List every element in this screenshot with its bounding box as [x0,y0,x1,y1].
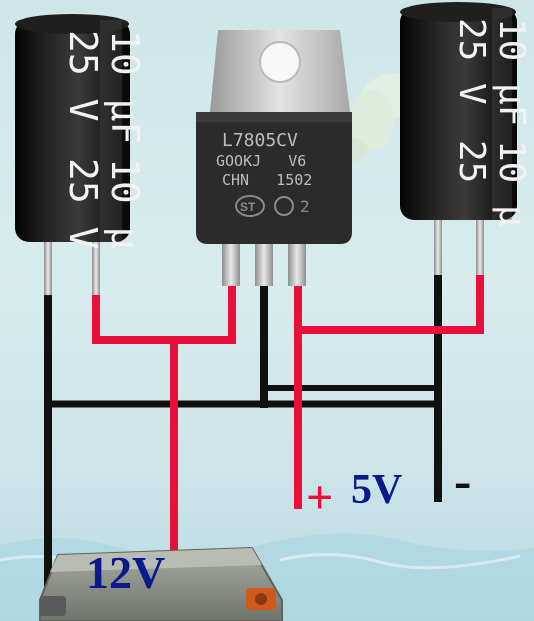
capacitor-left-marking-2: 25 V [61,30,105,122]
battery-icon [39,546,283,621]
regulator-trademark: 2 [300,197,310,216]
svg-text:ST: ST [240,200,256,214]
negative-wires [44,221,442,589]
regulator-mount-hole [259,41,301,83]
output-plus-label: + [306,471,333,524]
capacitor-left-lead-positive [92,225,100,295]
capacitor-left-marking-4: 25 V [61,158,105,250]
capacitor-left: 10 μF 10 μ 25 V 25 V [15,14,147,295]
capacitor-right-lead-positive [476,205,484,275]
output-minus-label: - [454,453,471,510]
capacitor-left-marking-1: 10 μF [103,30,147,144]
capacitor-right-body [400,8,517,220]
voltage-regulator: L7805CV GOOKJ V6 CHN 1502 ST 2 [196,30,352,286]
regulator-leg-output [288,236,306,286]
regulator-leg-ground [255,236,273,286]
regulator-line-2: GOOKJ V6 [216,152,306,170]
wire-left-cap-positive [92,278,236,344]
regulator-leg-input [222,236,240,286]
regulator-st-logo: ST 2 [235,195,310,217]
regulator-line-3: CHN 1502 [222,171,312,189]
capacitor-left-marking-3: 10 μ [103,158,147,250]
output-voltage-label: 5V [351,467,402,513]
capacitor-right-marking-1: 10 μF [491,18,532,126]
input-voltage-label: 12V [86,547,165,598]
capacitor-left-lead-negative [44,225,52,295]
capacitor-right-marking-2: 25 V [451,18,492,105]
battery-terminal-negative [40,596,66,616]
capacitor-left-body [15,20,130,242]
regulator-line-1: L7805CV [222,130,298,151]
capacitor-right-marking-3: 10 μ [491,140,532,227]
capacitor-right: 10 μF 10 μ 25 V 25 [400,2,532,275]
capacitor-right-marking-4: 25 [451,140,492,183]
capacitor-right-lead-negative [434,205,442,275]
regulator-body [196,112,352,244]
wire-output-bus [294,221,484,334]
